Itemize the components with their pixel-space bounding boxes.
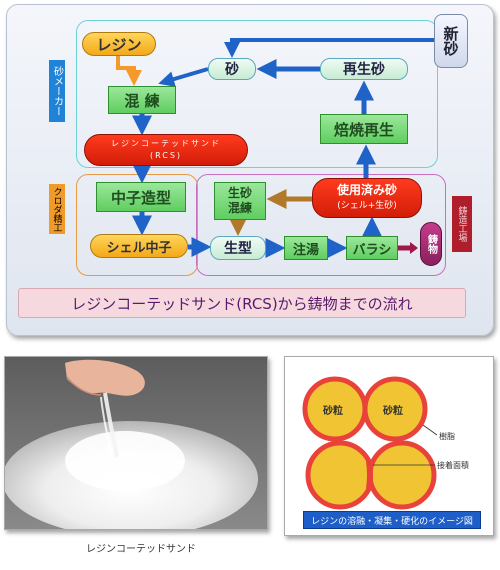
sand-grain-3	[305, 440, 375, 510]
arrow-resin-to-mixing	[116, 56, 142, 86]
core-making-node: 中子造型	[96, 182, 186, 212]
rcs-line-1: レジンコーテッドサンド	[111, 139, 221, 148]
sand-grain-4	[367, 440, 437, 510]
resin-node: レジン	[82, 32, 156, 56]
green-mix-line-1: 生砂	[227, 186, 252, 200]
resin-bonding-illustration: 砂粒 砂粒 樹脂 接着面積 レジンの溶融・凝集・硬化のイメージ図	[284, 356, 494, 536]
grain-diagram	[302, 376, 438, 510]
green-sand-mixing-node: 生砂 混練	[214, 182, 266, 220]
sand-grain-2	[362, 376, 428, 442]
used-sand-sublabel: (シェル+生砂)	[337, 201, 397, 211]
foundry-label: 鋳造工場	[452, 196, 472, 252]
resin-note: 樹脂	[439, 432, 455, 441]
photo-caption: レジンコーテッドサンド	[86, 544, 196, 555]
foundry-zone	[196, 174, 446, 276]
green-mix-line-2: 混練	[227, 201, 252, 215]
used-sand-node: 使用済み砂 (シェル+生砂)	[312, 178, 422, 218]
flow-arrows	[116, 38, 434, 258]
grain-label-1: 砂粒	[323, 406, 343, 417]
sand-node: 砂	[208, 58, 256, 80]
grain-label-2: 砂粒	[383, 406, 403, 417]
sand-maker-zone	[76, 20, 438, 168]
pouring-node: 注湯	[284, 236, 328, 260]
arrow-sand-to-mixing	[158, 67, 209, 87]
sand-pile-photo	[5, 357, 267, 529]
rcs-line-2: (RCS)	[149, 151, 183, 160]
arrow-new-sand-to-sand	[224, 38, 434, 58]
kuroda-label: クロダ精工	[49, 184, 65, 234]
casting-node: 鋳物	[420, 222, 442, 266]
used-sand-label: 使用済み砂	[336, 183, 397, 197]
baking-regen-node: 焙焼再生	[320, 114, 408, 144]
green-mold-node: 生型	[210, 236, 266, 260]
rcs-photo	[4, 356, 268, 530]
shakeout-node: バラシ	[346, 236, 398, 260]
reclaimed-sand-node: 再生砂	[320, 58, 408, 80]
flow-title-banner: レジンコーテッドサンド(RCS)から鋳物までの流れ	[18, 288, 466, 318]
rcs-node: レジンコーテッドサンド (RCS)	[84, 134, 248, 166]
mixing-node: 混 練	[108, 86, 176, 114]
sand-maker-label: 砂メーカー	[49, 60, 65, 122]
new-sand-node: 新砂	[434, 14, 468, 68]
shell-core-node: シェル中子	[90, 234, 188, 258]
illustration-caption: レジンの溶融・凝集・硬化のイメージ図	[303, 511, 481, 529]
contact-area-note: 接着面積	[437, 461, 469, 470]
